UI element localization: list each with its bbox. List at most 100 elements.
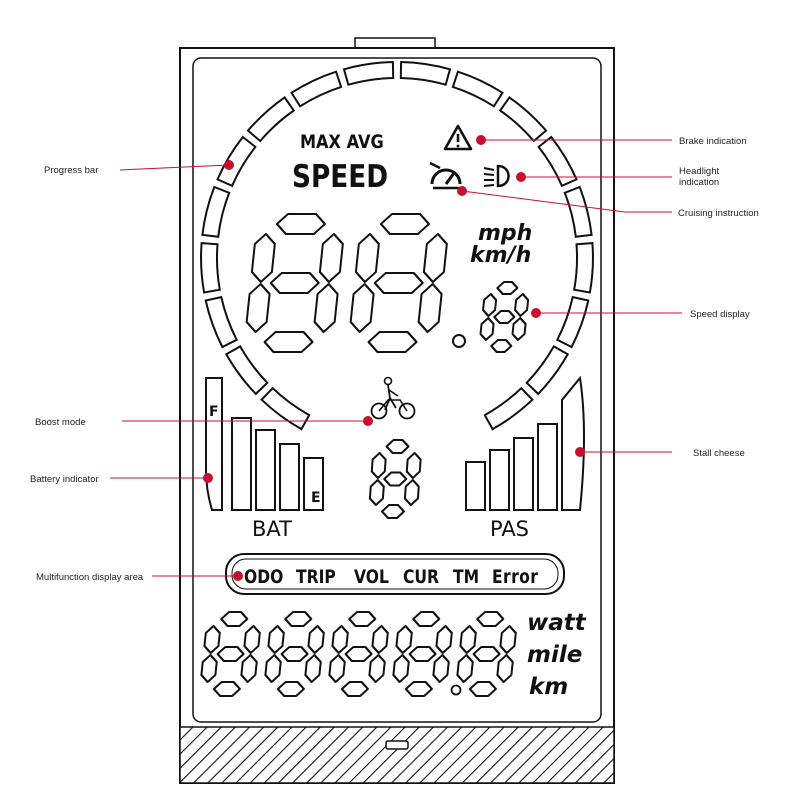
battery-bar xyxy=(231,417,252,511)
mode-label: Error xyxy=(492,567,538,589)
odo-decimal-point xyxy=(450,684,462,696)
callout-headlight-2: indication xyxy=(679,177,719,188)
progress-segment xyxy=(216,135,257,188)
progress-segment xyxy=(342,60,395,86)
connector-slot xyxy=(385,740,409,750)
seven-segment-digit xyxy=(368,439,422,519)
pas-bar xyxy=(465,461,486,511)
battery-bar xyxy=(279,443,300,511)
digit-segment xyxy=(379,213,430,235)
mile-unit: mile xyxy=(527,642,582,668)
progress-bar-arc xyxy=(200,60,594,431)
watt-unit: watt xyxy=(527,610,587,636)
progress-segment xyxy=(555,295,590,349)
digit-segment xyxy=(348,611,377,627)
walking-bicycle-icon xyxy=(370,376,416,420)
digit-segment xyxy=(456,654,474,683)
digit-segment xyxy=(370,452,387,479)
digit-segment xyxy=(499,625,517,654)
digit-segment xyxy=(392,654,410,683)
mode-label: TRIP xyxy=(296,567,336,589)
kmh-unit: km/h xyxy=(470,243,531,268)
speed-decimal-point xyxy=(452,334,466,348)
digit-segment xyxy=(408,646,437,662)
digit-segment xyxy=(435,625,453,654)
progress-segment xyxy=(525,345,570,396)
digit-segment xyxy=(276,681,305,697)
callout-stall: Stall cheese xyxy=(693,448,745,459)
digit-segment xyxy=(368,479,385,506)
digit-segment xyxy=(404,681,433,697)
digit-segment xyxy=(318,233,344,283)
progress-segment xyxy=(573,242,594,294)
digit-segment xyxy=(304,654,322,683)
pas-bars xyxy=(465,375,585,511)
seven-segment-digit xyxy=(328,611,389,697)
digit-segment xyxy=(368,654,386,683)
digit-segment xyxy=(344,646,373,662)
digit-segment xyxy=(220,611,249,627)
digit-segment xyxy=(240,654,258,683)
digit-segment xyxy=(367,331,418,353)
seven-segment-digit xyxy=(264,611,325,697)
callout-boost: Boost mode xyxy=(35,417,86,428)
progress-segment xyxy=(290,70,343,108)
digit-segment xyxy=(476,611,505,627)
digit-segment xyxy=(493,310,516,324)
progress-segment xyxy=(399,60,452,86)
digit-segment xyxy=(479,317,495,341)
digit-segment xyxy=(412,611,441,627)
digit-segment xyxy=(275,213,326,235)
connector-hatch xyxy=(179,726,615,784)
digit-segment xyxy=(459,625,477,654)
progress-segment xyxy=(498,96,548,143)
progress-segment xyxy=(224,345,269,396)
digit-segment xyxy=(354,233,380,283)
digit-segment xyxy=(472,646,501,662)
callout-multifunction: Multifunction display area xyxy=(36,572,144,583)
seven-segment-digit xyxy=(200,611,261,697)
digit-segment xyxy=(263,331,314,353)
speed-label: SPEED xyxy=(292,158,388,195)
progress-segment xyxy=(201,185,231,238)
digit-segment xyxy=(267,625,285,654)
speedometer-icon xyxy=(429,161,462,190)
callout-brake: Brake indication xyxy=(679,136,747,147)
pas-bar xyxy=(561,375,585,511)
digit-segment xyxy=(422,233,448,283)
progress-segment xyxy=(537,135,578,188)
digit-segment xyxy=(200,654,218,683)
digit-segment xyxy=(307,625,325,654)
seven-segment-digit xyxy=(479,281,530,353)
digit-segment xyxy=(373,272,424,294)
mode-label: CUR xyxy=(403,567,440,589)
progress-segment xyxy=(204,295,239,349)
warning-triangle-icon xyxy=(443,124,473,151)
callout-progress-bar: Progress bar xyxy=(44,165,98,176)
digit-segment xyxy=(269,272,320,294)
battery-bar xyxy=(303,457,324,511)
mode-pill xyxy=(225,553,565,595)
digit-segment xyxy=(385,439,410,454)
progress-segment xyxy=(483,386,534,431)
digit-segment xyxy=(328,654,346,683)
progress-segment xyxy=(200,242,221,294)
digit-segment xyxy=(250,233,276,283)
max-avg-label: MAX AVG xyxy=(300,132,384,154)
callout-speed-display: Speed display xyxy=(690,309,750,320)
digit-segment xyxy=(511,317,527,341)
mode-label: TM xyxy=(453,567,479,589)
digit-segment xyxy=(496,281,519,295)
digit-segment xyxy=(405,452,422,479)
digit-segment xyxy=(514,293,530,317)
battery-bar xyxy=(205,377,223,511)
mode-label: VOL xyxy=(354,567,389,589)
battery-empty-label: E xyxy=(311,490,321,506)
digit-segment xyxy=(490,339,513,353)
digit-segment xyxy=(417,283,443,333)
bat-label: BAT xyxy=(252,517,292,541)
digit-segment xyxy=(245,283,271,333)
digit-segment xyxy=(243,625,261,654)
